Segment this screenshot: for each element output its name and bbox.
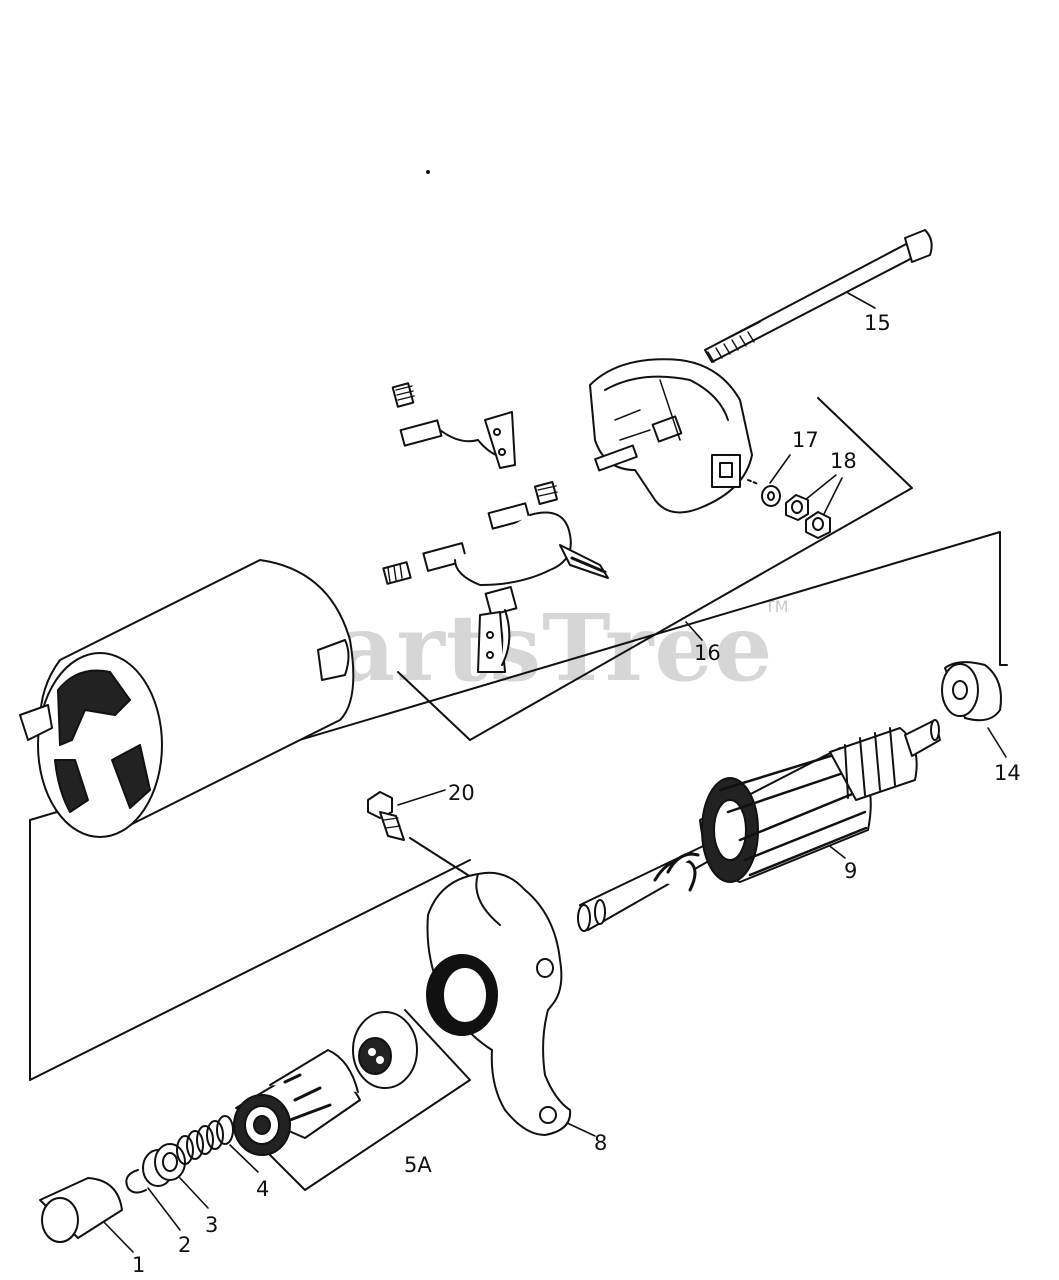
part-2-retaining-ring (125, 1169, 147, 1194)
leader-lines (99, 292, 1007, 1253)
part-4-spring (176, 1115, 234, 1165)
callout-17: 17 (792, 428, 819, 452)
callout-15: 15 (864, 311, 891, 335)
part-3-collar (142, 1143, 186, 1187)
callout-8: 8 (594, 1131, 607, 1155)
callout-3: 3 (205, 1213, 218, 1237)
part-20-screw (367, 791, 405, 841)
commutator-end-cap (589, 358, 759, 514)
callout-18: 18 (830, 449, 857, 473)
part-18-nuts (785, 494, 831, 539)
callout-4: 4 (256, 1177, 269, 1201)
callout-16: 16 (694, 641, 721, 665)
part-9-armature (577, 719, 941, 932)
callout-5a: 5A (404, 1153, 432, 1177)
callout-14: 14 (994, 761, 1021, 785)
part-8-drive-end-plate (426, 871, 572, 1136)
field-housing (19, 559, 355, 838)
part-16-brush-set (382, 382, 609, 673)
callout-20: 20 (448, 781, 475, 805)
part-5a-drive-assembly (233, 1011, 418, 1156)
part-17-lock-washer (761, 485, 781, 507)
callout-9: 9 (844, 859, 857, 883)
part-14-washer (941, 661, 1002, 722)
part-1-cap (39, 1177, 123, 1243)
group-bracket-lines (29, 397, 1008, 1191)
callout-labels: 1 2 3 4 5A 8 9 14 15 16 17 18 20 (132, 311, 1021, 1277)
callout-1: 1 (132, 1253, 145, 1277)
part-15-through-bolt (704, 229, 933, 363)
callout-2: 2 (178, 1233, 191, 1257)
watermark-trademark: TM (764, 597, 789, 616)
